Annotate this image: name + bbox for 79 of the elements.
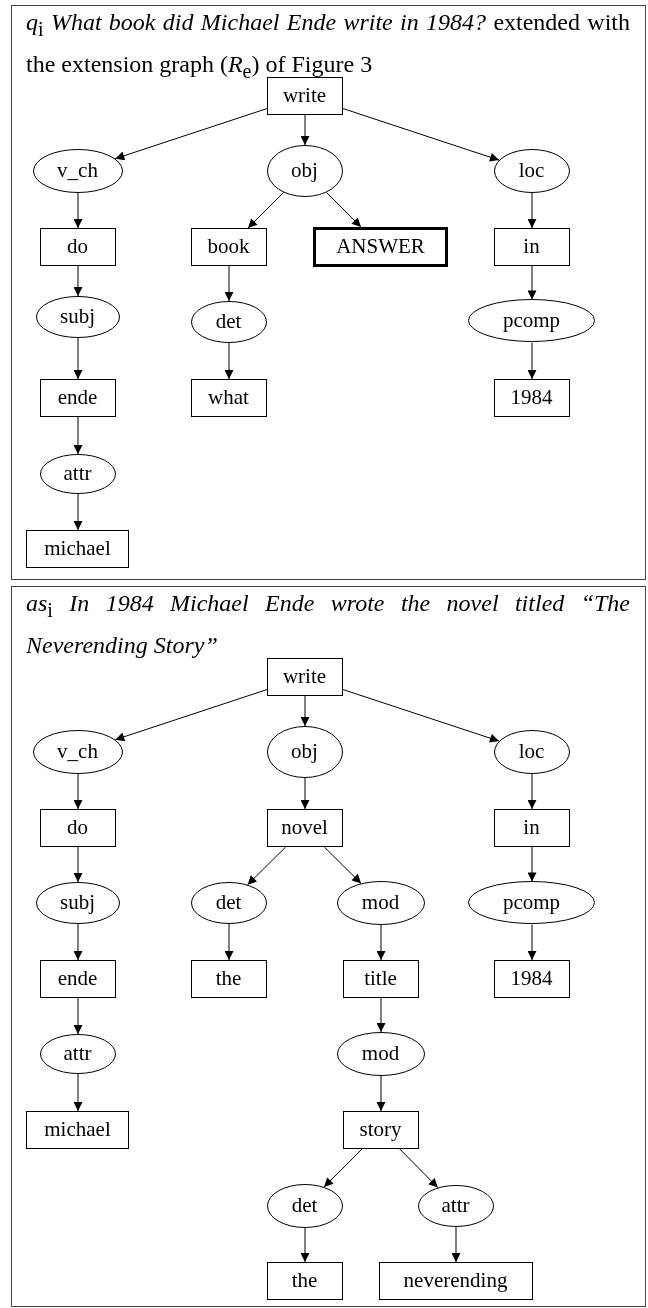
word-node: 1984: [493, 959, 570, 998]
word-node: write: [266, 657, 343, 696]
relation-label: obj: [291, 158, 318, 183]
arrow: [73, 493, 83, 531]
word-node: the: [266, 1261, 343, 1300]
panel-frame: [11, 5, 646, 580]
relation-label: pcomp: [502, 308, 561, 333]
arrow: [323, 846, 362, 884]
relation-label: det: [215, 890, 242, 915]
relation-label: subj: [60, 890, 95, 915]
word-node: what: [190, 378, 267, 417]
arrow: [224, 342, 234, 380]
arrow: [527, 342, 537, 380]
arrow: [342, 108, 500, 162]
relation-label: obj: [291, 739, 318, 764]
arrow: [451, 1226, 461, 1263]
word-node: title: [342, 959, 419, 998]
arrow: [73, 416, 83, 455]
relation-label: subj: [60, 304, 95, 329]
arrow: [73, 773, 83, 810]
arrow: [300, 695, 310, 727]
relation-label: pcomp: [502, 890, 561, 915]
relation-label: det: [215, 309, 242, 334]
relation-label: loc: [518, 739, 545, 764]
arrow: [247, 191, 285, 229]
word-node: neverending: [378, 1261, 533, 1300]
arrow: [73, 1073, 83, 1112]
word-node: novel: [266, 808, 343, 847]
arrow: [224, 265, 234, 302]
panel-heading: as$_{i}$ In 1984 Michael Ende wrote the novel titled “The Neverending Story”: [26, 589, 630, 660]
word-node: book: [190, 227, 267, 266]
arrow: [73, 923, 83, 961]
relation-label: det: [291, 1193, 318, 1218]
relation-label: attr: [441, 1193, 470, 1218]
arrow: [376, 924, 386, 961]
arrow: [527, 265, 537, 300]
relation-label: mod: [361, 1041, 400, 1066]
word-node: ende: [39, 378, 116, 417]
arrow: [527, 773, 537, 810]
arrow: [73, 337, 83, 380]
arrow: [300, 114, 310, 146]
word-node: do: [39, 227, 116, 266]
word-node: michael: [26, 1110, 129, 1149]
relation-label: attr: [63, 1041, 92, 1066]
word-node: write: [266, 76, 343, 115]
relation-label: loc: [518, 158, 545, 183]
arrow: [114, 689, 268, 742]
word-node: in: [493, 227, 570, 266]
arrow: [399, 1148, 439, 1189]
arrow: [300, 1227, 310, 1263]
arrow: [527, 846, 537, 882]
panel-frame: [11, 586, 646, 1307]
relation-label: attr: [63, 461, 92, 486]
arrow: [527, 192, 537, 229]
arrow: [300, 777, 310, 810]
answer-node: ANSWER: [313, 226, 448, 267]
relation-label: mod: [361, 890, 400, 915]
arrow: [73, 997, 83, 1035]
arrow: [224, 923, 234, 961]
arrow: [73, 846, 83, 883]
word-node: do: [39, 808, 116, 847]
arrow: [114, 108, 268, 161]
word-node: the: [190, 959, 267, 998]
arrow: [376, 1075, 386, 1112]
arrow: [342, 689, 500, 743]
arrow: [325, 191, 362, 228]
relation-label: v_ch: [57, 739, 98, 764]
arrow: [73, 265, 83, 297]
word-node: michael: [26, 529, 129, 568]
word-node: story: [342, 1110, 419, 1149]
arrow: [73, 192, 83, 229]
word-node: 1984: [493, 378, 570, 417]
relation-label: v_ch: [57, 158, 98, 183]
arrow: [247, 846, 287, 886]
word-node: in: [493, 808, 570, 847]
word-node: ende: [39, 959, 116, 998]
arrow: [527, 924, 537, 961]
arrow: [323, 1148, 363, 1188]
arrow: [376, 997, 386, 1033]
